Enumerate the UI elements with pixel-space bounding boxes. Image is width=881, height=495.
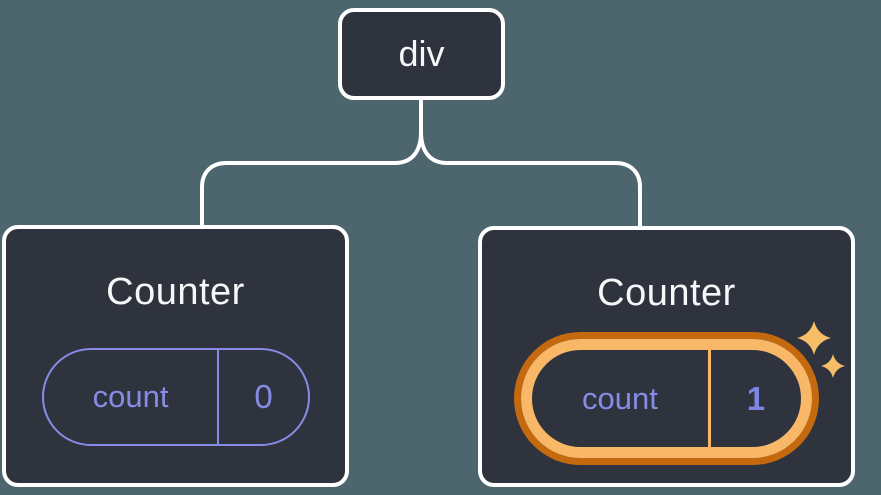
counter-card-left: Counter count 0 [2, 225, 349, 487]
connector-right-branch [419, 100, 642, 226]
state-key: count [92, 379, 169, 414]
state-value: 0 [217, 350, 308, 444]
state-key: count [581, 380, 658, 416]
state-pill-highlighted: count 1 [521, 339, 812, 458]
state-value: 1 [707, 350, 801, 447]
root-node-label: div [398, 33, 445, 74]
counter-title: Counter [106, 271, 245, 313]
counter-title: Counter [597, 272, 736, 314]
connector-left-branch [200, 100, 423, 226]
counter-card-right: Counter count 1 [478, 226, 855, 487]
root-node-div: div [338, 8, 505, 100]
state-pill: count 0 [42, 348, 310, 446]
